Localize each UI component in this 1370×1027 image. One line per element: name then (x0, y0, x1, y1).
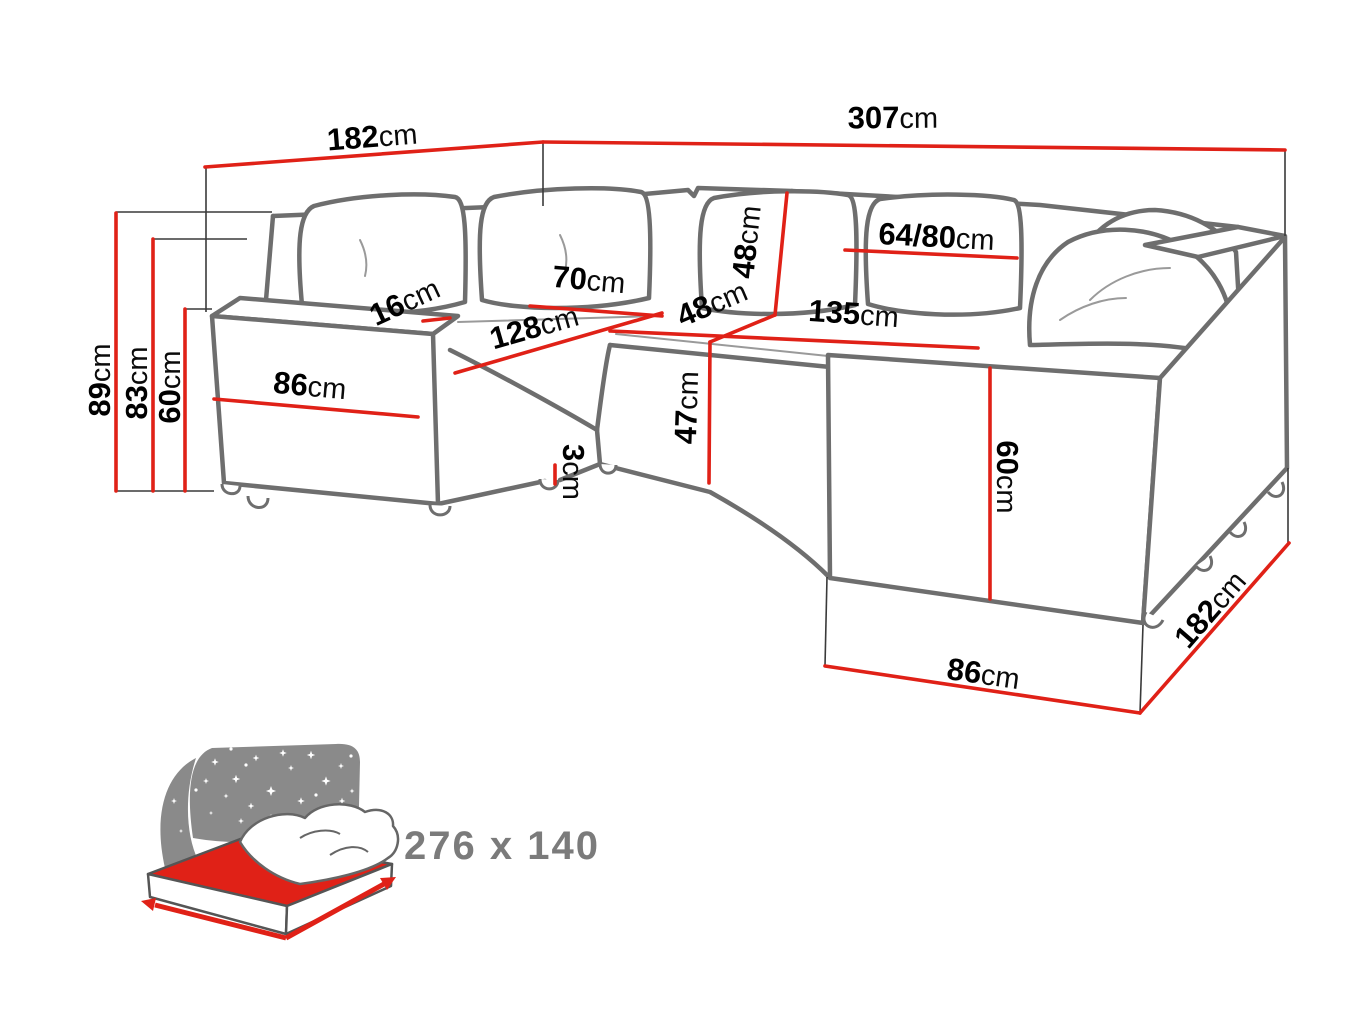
base-edge-corner (597, 461, 831, 579)
dim-line-86-bottom (823, 664, 1142, 715)
label-48-back: 48cm (725, 204, 767, 280)
label-70: 70cm (551, 259, 627, 300)
label-86-left: 86cm (272, 365, 348, 406)
label-3: 3cm (556, 444, 591, 500)
label-47: 47cm (668, 370, 706, 444)
base-edge-mid (557, 461, 603, 483)
label-135: 135cm (807, 293, 900, 334)
star-dot (314, 793, 318, 797)
label-60-right: 60cm (990, 440, 1025, 513)
night-crescent (160, 758, 198, 869)
stars (171, 747, 355, 834)
extension-line (1139, 624, 1144, 714)
star-dot (229, 747, 233, 751)
arrow-head-left (141, 898, 156, 911)
base-edge-left (435, 478, 548, 507)
extension-line (824, 576, 828, 667)
seat-front-edge-right (607, 342, 833, 370)
foot (598, 463, 618, 475)
dim-line-48-back (773, 191, 789, 317)
extension-lines (116, 142, 1289, 714)
sleeping-area-label: 276 x 140 (404, 824, 600, 868)
dim-line-70 (528, 304, 664, 318)
duvet-fold-2 (329, 846, 369, 856)
duvet-fold-1 (299, 829, 341, 839)
seat-front-edge-left (447, 347, 600, 433)
star-dot (244, 763, 248, 767)
label-307-top: 307cm (848, 100, 939, 136)
label-83: 83cm (119, 346, 154, 419)
dim-line-182-right (1138, 541, 1291, 715)
dimension-lines (114, 140, 1291, 715)
dim-line-307-top (541, 140, 1287, 152)
back-pillow-3 (697, 189, 859, 317)
foot (1142, 611, 1165, 629)
arrow-line-left (154, 902, 287, 941)
mattress-right-face (284, 862, 394, 936)
label-86-bottom: 86cm (945, 651, 1022, 696)
corner-front-edge (594, 342, 613, 433)
label-182-top: 182cm (326, 116, 419, 158)
foot (1266, 481, 1285, 498)
pillow-crease-3 (359, 239, 368, 277)
foot (1228, 521, 1247, 538)
right-arm-side-face (1140, 234, 1290, 626)
dim-line-128 (453, 311, 664, 375)
arrow-line-right (284, 881, 386, 941)
base-corner-vertical (594, 427, 603, 467)
dim-line-16 (421, 316, 452, 323)
pillow-crease-1 (1089, 267, 1171, 301)
pillow-crease-4 (559, 234, 568, 272)
arrow-head-right (380, 877, 396, 890)
unfold-arrows (141, 877, 396, 941)
label-89: 89cm (82, 343, 117, 416)
label-64-80: 64/80cm (878, 216, 996, 257)
corner-pillow-front (1027, 227, 1235, 356)
sleeping-function-inset: 276 x 140 (141, 743, 600, 941)
star-dot (349, 754, 353, 758)
foot (220, 483, 242, 496)
backrest-left-edge (263, 213, 276, 303)
dim-line-64-80 (843, 248, 1019, 260)
dim-line-182-top (203, 140, 545, 169)
dim-line-47 (707, 340, 712, 485)
duvet (238, 803, 400, 886)
pillow-crease-2 (1059, 297, 1127, 321)
seat-seam-left (457, 315, 656, 323)
foot (1194, 555, 1213, 572)
foot (246, 495, 270, 509)
label-60-left: 60cm (152, 350, 187, 423)
seat-seam-right (615, 333, 829, 357)
dim-line-135 (608, 329, 980, 350)
star-dot (194, 788, 198, 792)
dim-line-86-left (212, 397, 420, 419)
sofa-feet (220, 463, 1285, 629)
foot (428, 504, 452, 517)
